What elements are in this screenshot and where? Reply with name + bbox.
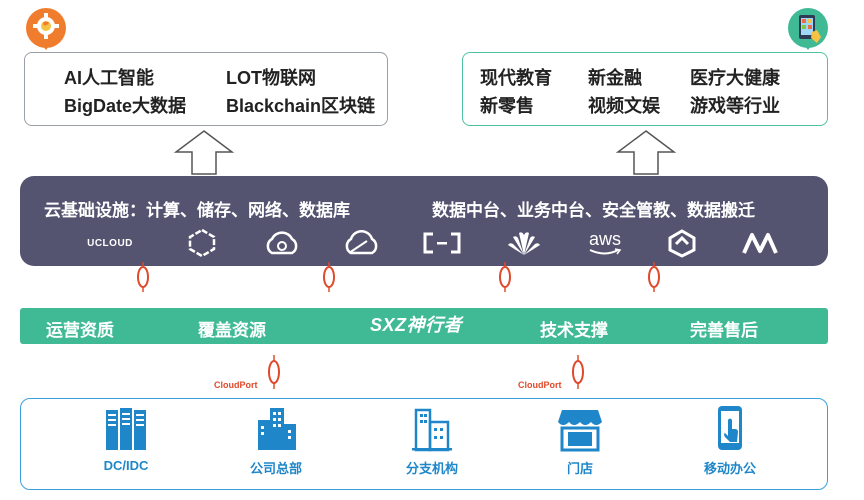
jd-cloud-logo: [660, 226, 704, 260]
industry-item-media: 视频文娱: [588, 96, 660, 116]
locations-box: [20, 398, 828, 490]
location-label: 门店: [566, 461, 593, 476]
smartphone-touch-icon: [718, 406, 742, 450]
connector-4-icon: [648, 262, 660, 292]
location-branch: 分支机构: [372, 404, 492, 477]
location-headquarters: 公司总部: [216, 404, 336, 477]
aws-logo-text: aws: [588, 229, 621, 249]
tech-item-blockchain: Blackchain区块链: [226, 96, 376, 116]
service-bar: [20, 308, 828, 344]
service-coverage: 覆盖资源: [198, 321, 266, 340]
location-dc-idc: DC/IDC: [66, 404, 186, 473]
mobile-badge-icon: [788, 8, 828, 50]
cloudport-label-right: CloudPort: [518, 380, 562, 390]
connector-1-icon: [137, 262, 149, 292]
tech-item-ai: AI人工智能: [64, 68, 154, 88]
aws-logo: aws: [580, 226, 630, 260]
storefront-icon: [558, 410, 602, 452]
location-label: DC/IDC: [103, 458, 149, 473]
huawei-logo: [500, 226, 548, 260]
service-qualification: 运营资质: [46, 321, 114, 340]
location-mobile-office: 移动办公: [670, 404, 790, 477]
location-store: 门店: [520, 404, 640, 477]
cloud-infra-title: 云基础设施：计算、储存、网络、数据库: [44, 201, 350, 220]
location-label: 公司总部: [249, 461, 302, 476]
tech-item-bigdata: BigDate大数据: [64, 96, 187, 116]
ai-gear-badge-icon: [26, 8, 66, 50]
tech-item-iot: LOT物联网: [226, 68, 316, 88]
cloudport-label-left: CloudPort: [214, 380, 258, 390]
service-after-sales: 完善售后: [690, 321, 758, 340]
qingcloud-logo: [182, 226, 222, 260]
industry-item-education: 现代教育: [480, 68, 552, 88]
office-building-icon: [258, 408, 296, 450]
server-rack-icon: [106, 408, 146, 450]
branch-building-icon: [412, 408, 452, 452]
cloudport-connector-left-icon: [268, 355, 280, 389]
tencent-cloud-logo: [338, 226, 386, 260]
aliyun-logo: [418, 226, 466, 260]
up-arrow-left-icon: [173, 130, 235, 175]
baidu-cloud-logo: [258, 226, 306, 260]
service-tech-support: 技术支撑: [540, 321, 608, 340]
brand-logo-text: SXZ神行者: [370, 315, 463, 335]
industry-item-gaming: 游戏等行业: [690, 96, 780, 116]
industry-box: [462, 52, 828, 126]
location-label: 分支机构: [405, 461, 458, 476]
location-label: 移动办公: [703, 461, 756, 476]
ucloud-logo: UCLOUD: [82, 226, 138, 260]
up-arrow-right-icon: [615, 130, 677, 175]
industry-item-finance: 新金融: [588, 68, 642, 88]
ucloud-logo-text: UCLOUD: [87, 237, 133, 249]
connector-3-icon: [499, 262, 511, 292]
industry-item-health: 医疗大健康: [690, 68, 780, 88]
industry-item-retail: 新零售: [480, 96, 534, 116]
connector-2-icon: [323, 262, 335, 292]
kingsoft-cloud-logo: [736, 226, 784, 260]
cloudport-connector-right-icon: [572, 355, 584, 389]
tech-box: [24, 52, 388, 126]
cloud-platform-title: 数据中台、业务中台、安全管教、数据搬迁: [432, 201, 755, 220]
